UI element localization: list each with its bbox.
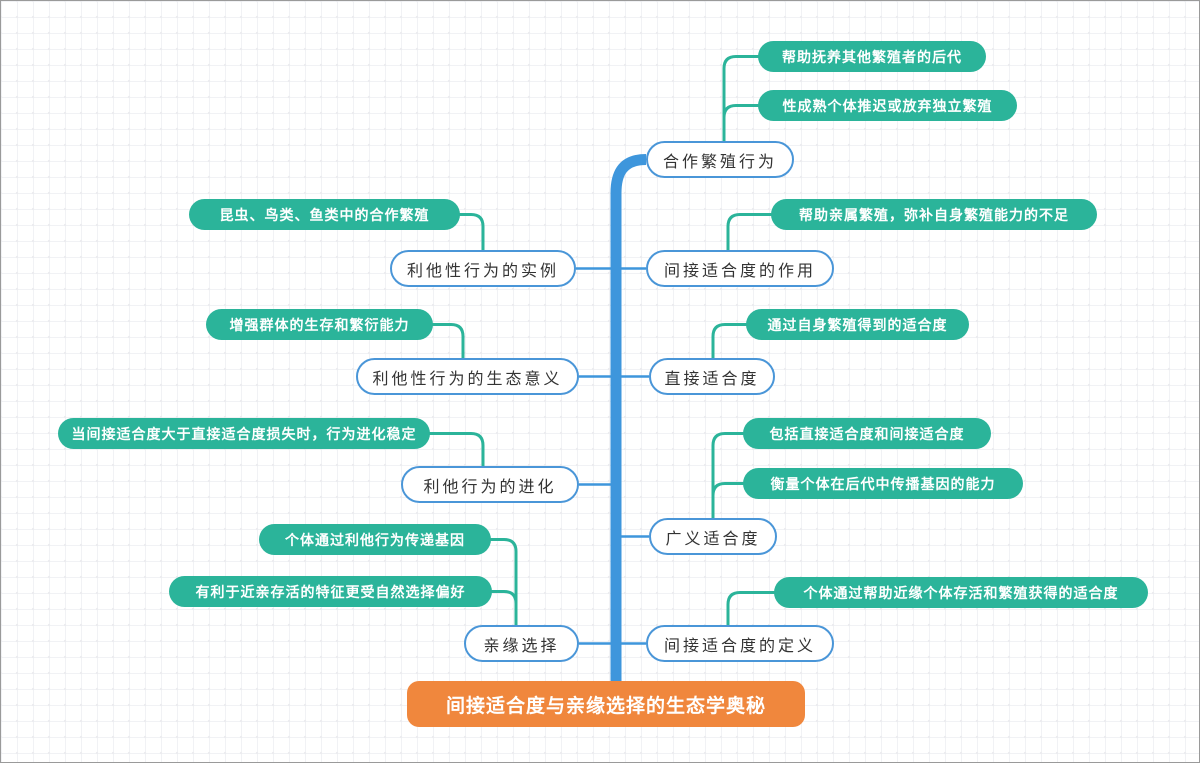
child-topic[interactable]: 昆虫、鸟类、鱼类中的合作繁殖 bbox=[189, 199, 460, 230]
child-topic[interactable]: 有利于近亲存活的特征更受自然选择偏好 bbox=[169, 576, 492, 607]
connector bbox=[428, 432, 485, 468]
connector bbox=[711, 482, 745, 520]
topic-altruism-examples[interactable]: 利他性行为的实例 bbox=[390, 250, 576, 287]
child-topic[interactable]: 包括直接适合度和间接适合度 bbox=[743, 418, 991, 449]
topic-indirect-fitness-role[interactable]: 间接适合度的作用 bbox=[646, 250, 834, 287]
child-topic[interactable]: 性成熟个体推迟或放弃独立繁殖 bbox=[758, 90, 1017, 121]
connector bbox=[431, 323, 465, 360]
topic-altruism-ecological-significance[interactable]: 利他性行为的生态意义 bbox=[356, 358, 579, 395]
connector bbox=[711, 323, 748, 360]
connector bbox=[722, 55, 760, 143]
child-topic[interactable]: 当间接适合度大于直接适合度损失时，行为进化稳定 bbox=[58, 418, 430, 449]
topic-altruism-evolution[interactable]: 利他行为的进化 bbox=[401, 466, 579, 503]
root-topic[interactable]: 间接适合度与亲缘选择的生态学奥秘 bbox=[407, 681, 805, 727]
connector bbox=[458, 213, 485, 252]
connector bbox=[711, 432, 745, 520]
connector bbox=[722, 104, 760, 143]
child-topic[interactable]: 个体通过利他行为传递基因 bbox=[259, 524, 491, 555]
connector bbox=[726, 213, 773, 252]
topic-kin-selection[interactable]: 亲缘选择 bbox=[464, 625, 579, 662]
child-topic[interactable]: 个体通过帮助近缘个体存活和繁殖获得的适合度 bbox=[774, 577, 1148, 608]
child-topic[interactable]: 帮助亲属繁殖，弥补自身繁殖能力的不足 bbox=[771, 199, 1097, 230]
topic-indirect-fitness-definition[interactable]: 间接适合度的定义 bbox=[646, 625, 834, 662]
trunk-line bbox=[610, 154, 647, 683]
child-topic[interactable]: 增强群体的生存和繁衍能力 bbox=[206, 309, 433, 340]
topic-cooperative-breeding[interactable]: 合作繁殖行为 bbox=[646, 141, 794, 178]
connector bbox=[489, 538, 518, 627]
child-topic[interactable]: 衡量个体在后代中传播基因的能力 bbox=[743, 468, 1023, 499]
child-topic[interactable]: 通过自身繁殖得到的适合度 bbox=[746, 309, 969, 340]
connector bbox=[726, 591, 776, 627]
topic-inclusive-fitness[interactable]: 广义适合度 bbox=[649, 518, 777, 555]
child-topic[interactable]: 帮助抚养其他繁殖者的后代 bbox=[758, 41, 986, 72]
connector bbox=[490, 590, 518, 627]
topic-direct-fitness[interactable]: 直接适合度 bbox=[649, 358, 775, 395]
